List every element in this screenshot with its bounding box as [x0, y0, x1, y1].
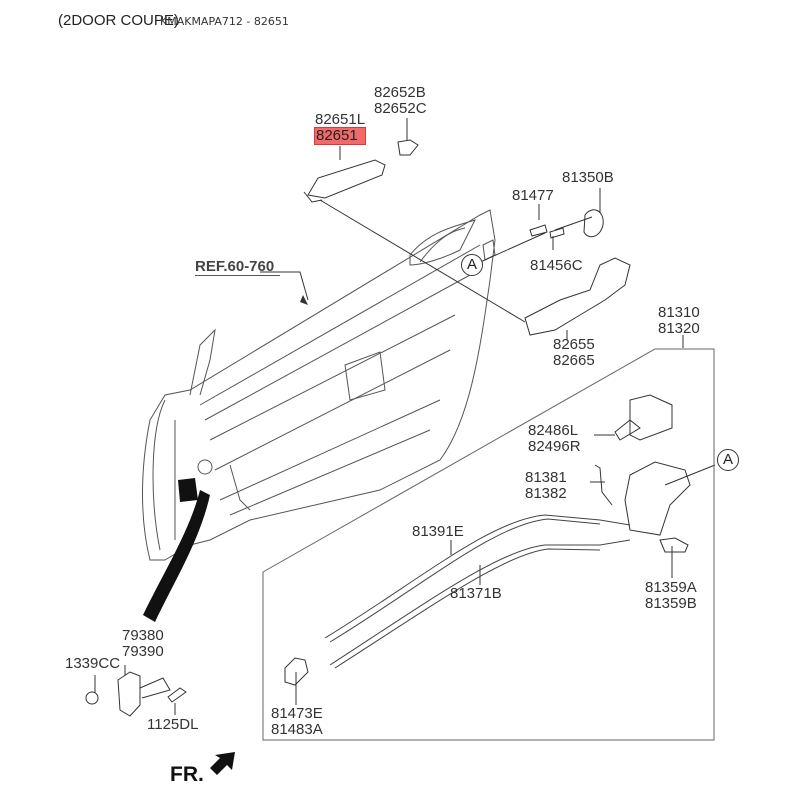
callout-a-latch: A	[717, 449, 739, 471]
part-number[interactable]: 81456C	[530, 257, 583, 274]
part-label-inside-handle[interactable]: 81473E 81483A	[271, 706, 323, 738]
part-number[interactable]: 81473E	[271, 705, 323, 722]
rod-81381	[594, 464, 613, 506]
part-number-highlighted[interactable]: 82651	[313, 127, 367, 145]
nut-1339cc	[85, 691, 99, 705]
part-number[interactable]: 81350B	[562, 169, 614, 186]
part-number[interactable]: 81371B	[450, 585, 502, 602]
part-number[interactable]: 82486L	[528, 422, 579, 439]
part-number[interactable]: 81382	[525, 485, 567, 502]
part-label-cover[interactable]: 81350B	[562, 170, 614, 186]
part-label-checker[interactable]: 79380 79390	[122, 628, 164, 660]
part-number[interactable]: 79390	[122, 643, 164, 660]
part-number[interactable]: 82655	[553, 336, 595, 353]
part-number[interactable]: 81391E	[412, 523, 464, 540]
part-number[interactable]: 1339CC	[65, 655, 121, 672]
reference-label: REF.60-760	[195, 258, 281, 276]
part-number[interactable]: 1125DL	[147, 716, 199, 733]
cover-81350b	[583, 209, 604, 238]
outside-handle	[303, 159, 386, 203]
part-number[interactable]: 81320	[658, 320, 700, 337]
part-label-latch-assembly[interactable]: 81310 81320	[658, 305, 700, 337]
door-panel	[142, 209, 496, 561]
part-number[interactable]: 82665	[553, 352, 595, 369]
diagram-subtitle: KMAKMAPA712 - 82651	[160, 15, 289, 28]
part-number[interactable]: 81381	[525, 469, 567, 486]
screw-81456c	[549, 227, 565, 239]
fr-arrow-icon	[210, 752, 235, 775]
latch-group-box	[262, 348, 715, 741]
actuator-part	[629, 394, 673, 441]
leader-lines	[94, 118, 716, 715]
part-label-handle-bracket[interactable]: 82655 82665	[553, 337, 595, 369]
part-label-screw[interactable]: 81456C	[530, 258, 583, 274]
part-number[interactable]: 81359B	[645, 595, 697, 612]
part-label-rod[interactable]: 81381 81382	[525, 470, 567, 502]
actuator-arm	[614, 419, 641, 441]
checker-bolt	[167, 687, 187, 703]
part-label-checker-bolt[interactable]: 1125DL	[147, 717, 198, 733]
part-label-clip[interactable]: 81359A 81359B	[645, 580, 697, 612]
part-label-bolt[interactable]: 81477	[512, 188, 554, 204]
part-number[interactable]: 82496R	[528, 438, 581, 455]
part-number[interactable]: 81310	[658, 304, 700, 321]
ref-arrow-icon	[300, 295, 308, 305]
part-label-nut[interactable]: 1339CC	[65, 656, 120, 672]
callout-a-door: A	[461, 254, 483, 276]
part-number[interactable]: 81483A	[271, 721, 323, 738]
checker-79380	[117, 671, 171, 717]
cables	[324, 514, 631, 669]
diagram-title: (2DOOR COUPE)	[58, 12, 179, 29]
part-number[interactable]: 82651L	[315, 111, 366, 128]
bolt-81477	[529, 224, 548, 237]
part-number[interactable]: 82652C	[374, 100, 427, 117]
part-label-handle-cap[interactable]: 82652B 82652C	[374, 85, 427, 117]
part-label-cable-inner[interactable]: 81391E	[412, 524, 464, 540]
latch-body	[624, 461, 691, 536]
part-number[interactable]: 81359A	[645, 579, 697, 596]
part-number[interactable]: 79380	[122, 627, 164, 644]
part-number[interactable]: 82652B	[374, 84, 426, 101]
handle-cap	[397, 139, 419, 156]
inside-handle	[284, 657, 309, 686]
checker-mount	[178, 478, 198, 502]
part-number[interactable]: 81477	[512, 187, 554, 204]
front-direction-label: FR.	[170, 763, 204, 786]
clip-81359	[659, 537, 689, 553]
handle-bracket	[524, 257, 631, 336]
part-label-actuator[interactable]: 82486L 82496R	[528, 423, 581, 455]
part-label-handle[interactable]: 82651L 82651	[313, 111, 367, 145]
checker-pointer	[143, 490, 210, 622]
part-label-cable-outer[interactable]: 81371B	[450, 586, 502, 602]
